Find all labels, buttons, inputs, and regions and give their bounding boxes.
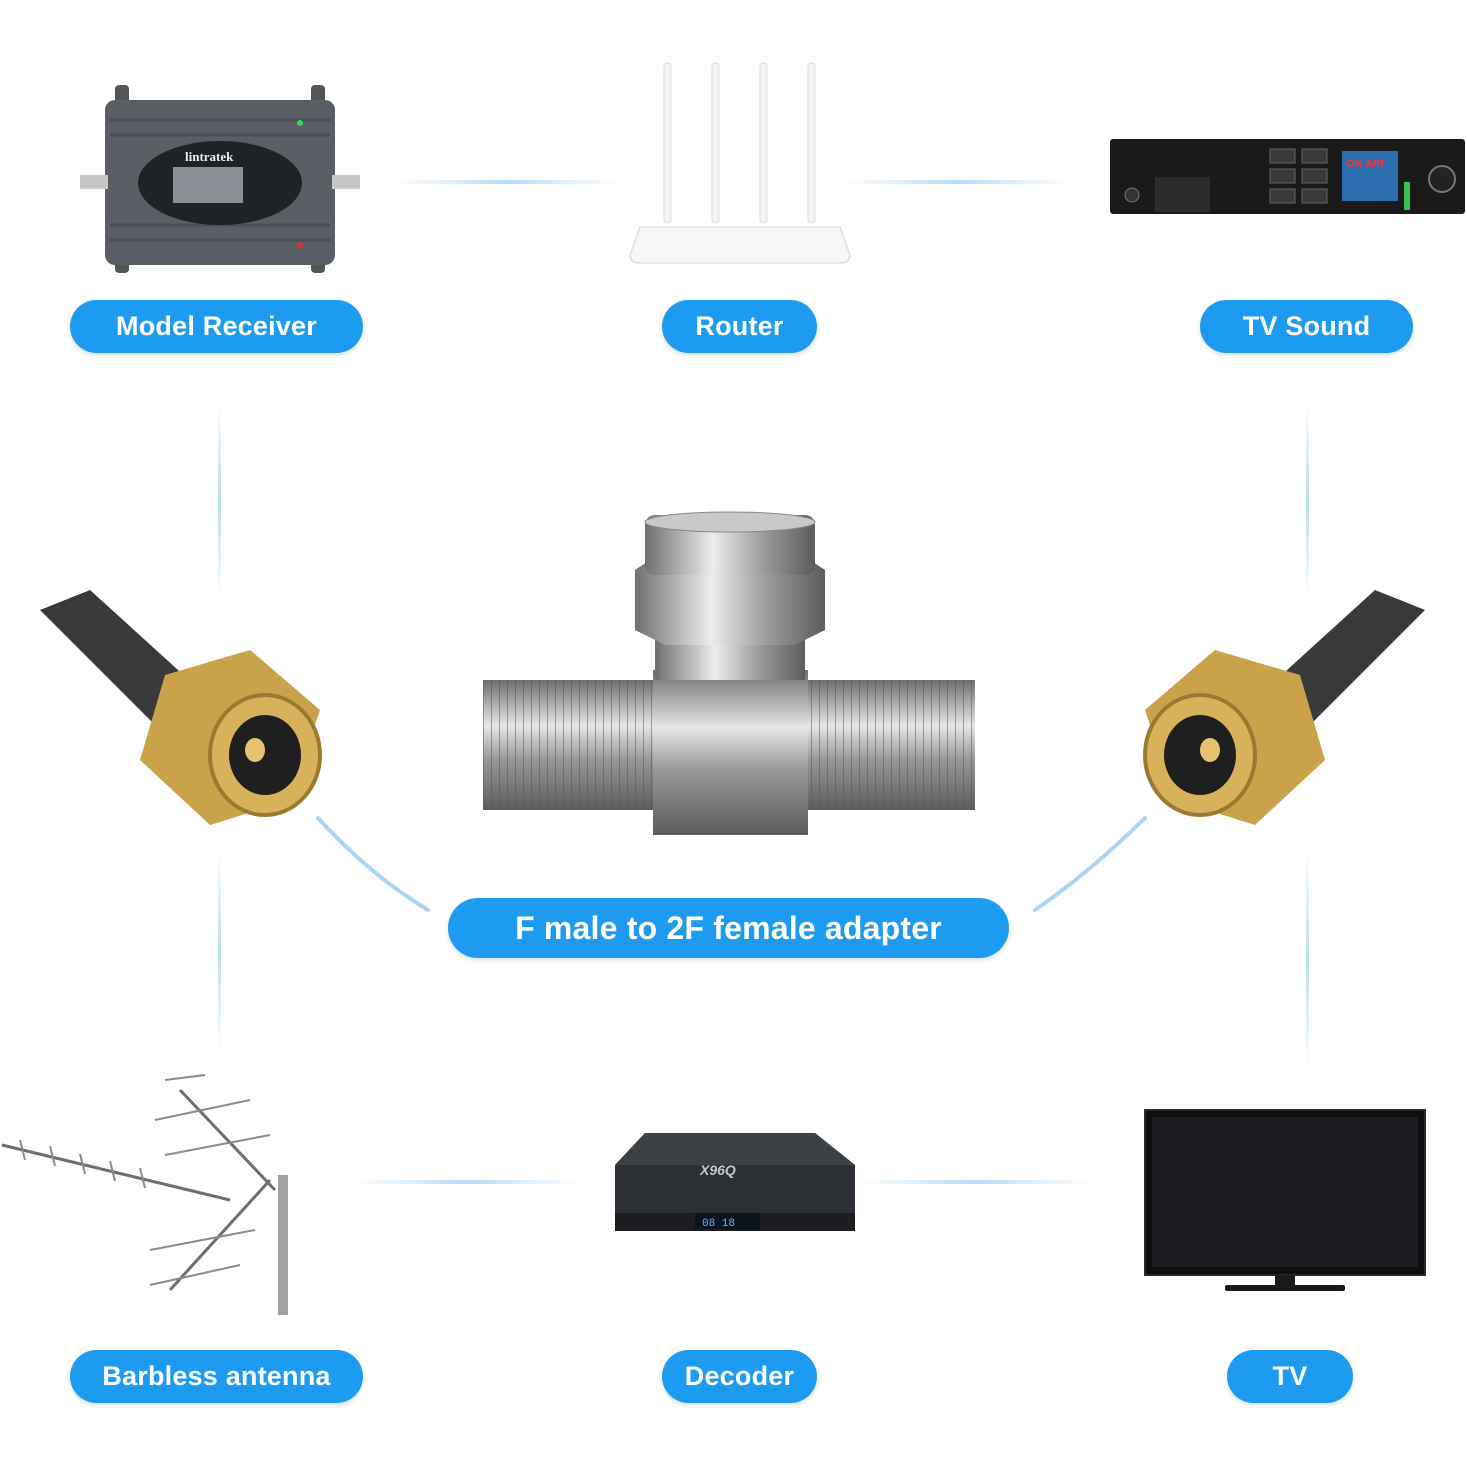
decoder-image: X96Q 08 18 [615,1133,855,1231]
line-right-bottom [1306,850,1309,1070]
label-tv-sound: TV Sound [1200,300,1413,353]
decoder-brand: X96Q [699,1162,736,1178]
label-adapter: F male to 2F female adapter [448,898,1009,958]
label-model-receiver: Model Receiver [70,300,363,353]
line-receiver-router [395,180,620,184]
line-antenna-decoder [355,1180,580,1184]
line-left-top [218,400,221,600]
f-adapter-image [483,511,975,835]
model-receiver-image: lintratek [80,85,360,273]
line-right-top [1306,400,1309,600]
receiver-brand: lintratek [185,149,234,164]
label-barbless-antenna: Barbless antenna [70,1350,363,1403]
tv-sound-screen: ON AIR [1346,158,1384,170]
sma-connector-left-image [40,590,322,825]
label-router: Router [662,300,817,353]
line-router-tvsound [845,180,1070,184]
tv-sound-image: ON AIR [1110,139,1465,214]
tv-image [1144,1109,1426,1291]
label-decoder: Decoder [662,1350,817,1403]
curve-right [1033,816,1147,912]
barbless-antenna-image [1,1074,288,1315]
router-image [629,62,851,264]
line-decoder-tv [860,1180,1090,1184]
label-tv: TV [1227,1350,1353,1403]
decoder-display: 08 18 [702,1218,735,1230]
line-left-bottom [218,850,221,1050]
curve-left [316,816,430,912]
sma-connector-right-image [1143,590,1425,825]
